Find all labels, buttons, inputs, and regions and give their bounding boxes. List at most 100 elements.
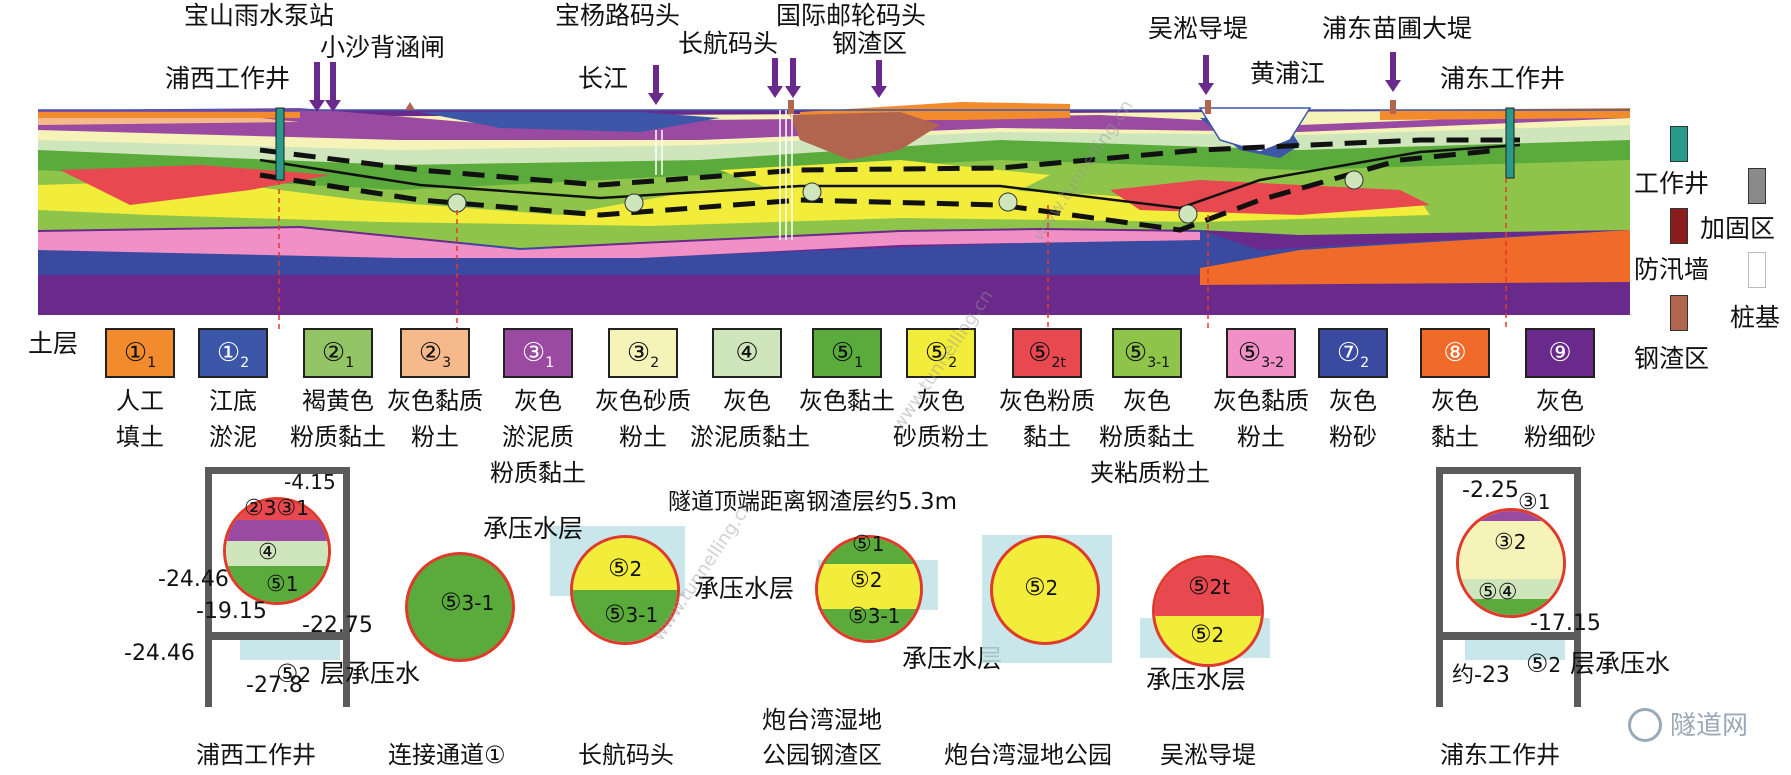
legend-shaft-swatch bbox=[1670, 126, 1688, 162]
soil-name: 粉质黏土 bbox=[490, 459, 586, 487]
soil-name: 填土 bbox=[116, 423, 164, 451]
arrow-xiaosha bbox=[325, 62, 341, 112]
legend-wall-label: 防汛墙 bbox=[1634, 255, 1710, 284]
arrow-changhang bbox=[767, 58, 783, 98]
soil-name: 灰色 bbox=[723, 387, 771, 415]
soil-name: 粉土 bbox=[619, 423, 667, 451]
paotai1-aquifer-label-1: 承压水层 bbox=[694, 574, 795, 603]
puxi-level-3: -19.15 bbox=[196, 599, 267, 624]
soil-name: 淤泥质黏土 bbox=[690, 423, 810, 451]
puxi-level-1: -4.15 bbox=[284, 470, 336, 494]
pudong-shaft-frame bbox=[1436, 467, 1581, 707]
soil-name: 砂质粉土 bbox=[893, 423, 989, 451]
geological-profile bbox=[38, 100, 1630, 330]
pudong-section-ring bbox=[1456, 508, 1566, 618]
puxi-aquifer bbox=[240, 640, 340, 660]
logo-text: 隧道网 bbox=[1670, 711, 1749, 741]
legend-shaft-label: 工作井 bbox=[1634, 169, 1710, 198]
puxi-level-4: -22.75 bbox=[302, 613, 373, 638]
label-guoji: 国际邮轮码头 bbox=[776, 1, 927, 30]
legend-pile-label: 桩基 bbox=[1730, 303, 1781, 332]
soil-name: 粉土 bbox=[1237, 423, 1285, 451]
puxi-aquifer-layer-symbol: ⑤2 bbox=[276, 659, 312, 688]
wusong-section-ring bbox=[1152, 555, 1264, 667]
soil-name: 粉质黏土 bbox=[1099, 423, 1195, 451]
legend-reinforce-swatch bbox=[1748, 168, 1766, 204]
label-gangzha: 钢渣区 bbox=[832, 29, 908, 58]
soil-name: 灰色 bbox=[917, 387, 965, 415]
puxi-level-6: -27.8 bbox=[246, 673, 303, 698]
pudong-aquifer bbox=[1465, 640, 1565, 660]
soil-name: 灰色 bbox=[1123, 387, 1171, 415]
wusong-caption: 吴淞导堤 bbox=[1160, 741, 1256, 769]
label-puxi-shaft: 浦西工作井 bbox=[165, 64, 291, 93]
soil-name: 灰色粉质 bbox=[999, 387, 1095, 415]
logo-icon bbox=[1628, 708, 1662, 742]
legend-reinforce-label: 加固区 bbox=[1700, 214, 1776, 243]
arrow-wusong bbox=[1198, 55, 1214, 95]
arrow-baoshan bbox=[309, 62, 325, 112]
pudong-aquifer-note: 层承压水 bbox=[1570, 649, 1671, 678]
legend-pile-swatch bbox=[1748, 252, 1766, 288]
paotai1-caption-2: 公园钢渣区 bbox=[762, 741, 882, 769]
soil-name: 灰色黏质 bbox=[387, 387, 483, 415]
pudong-level-3: 约-23 bbox=[1452, 663, 1510, 688]
soil-swatch: ⑧ bbox=[1420, 328, 1490, 378]
soil-name: 黏土 bbox=[1023, 423, 1071, 451]
soil-legend-title: 土层 bbox=[28, 329, 79, 358]
soil-name: 夹粘质粉土 bbox=[1090, 459, 1210, 487]
soil-swatch: ④ bbox=[712, 328, 782, 378]
paotai1-caption-1: 炮台湾湿地 bbox=[762, 706, 882, 734]
puxi-aquifer-note: 层承压水 bbox=[320, 659, 421, 688]
pudong-aquifer-layer-symbol: ⑤2 bbox=[1526, 649, 1562, 678]
soil-name: 灰色砂质 bbox=[595, 387, 691, 415]
wusong-aquifer-label: 承压水层 bbox=[1146, 665, 1247, 694]
paotai2-section-ring bbox=[990, 535, 1100, 645]
puxi-shaft-frame bbox=[205, 467, 350, 707]
label-changhang: 长航码头 bbox=[678, 29, 779, 58]
label-baoyang: 宝杨路码头 bbox=[555, 1, 681, 30]
legend-wall-swatch bbox=[1670, 208, 1688, 244]
label-pudong-dike: 浦东苗圃大堤 bbox=[1322, 14, 1473, 43]
pudong-caption: 浦东工作井 bbox=[1440, 741, 1560, 769]
label-wusong: 吴淞导堤 bbox=[1148, 14, 1249, 43]
soil-name: 淤泥质 bbox=[502, 423, 574, 451]
paotai1-slag-note: 隧道顶端距离钢渣层约5.3m bbox=[668, 489, 957, 515]
pudong-shaft-platform bbox=[1436, 632, 1581, 640]
puxi-caption: 浦西工作井 bbox=[196, 741, 316, 769]
paotai2-caption: 炮台湾湿地公园 bbox=[944, 741, 1112, 769]
label-huangpu: 黄浦江 bbox=[1250, 59, 1326, 88]
arrow-baoyang bbox=[648, 65, 664, 105]
pudong-level-2: -17.15 bbox=[1530, 611, 1601, 636]
puxi-shaft-platform bbox=[205, 632, 350, 640]
label-baoshan: 宝山雨水泵站 bbox=[184, 1, 335, 30]
puxi-ring-layers: ②3③1 bbox=[244, 496, 309, 521]
puxi-section-ring bbox=[223, 497, 331, 605]
legend-slag-swatch bbox=[1670, 295, 1688, 331]
soil-name: 人工 bbox=[116, 387, 164, 415]
soil-name: 灰色黏质 bbox=[1213, 387, 1309, 415]
changhang-aquifer-label: 承压水层 bbox=[483, 514, 584, 543]
arrow-pudong-dike bbox=[1385, 52, 1401, 92]
legend-slag-label: 钢渣区 bbox=[1634, 344, 1710, 373]
soil-name: 褐黄色 bbox=[302, 387, 374, 415]
conn-caption: 连接通道① bbox=[388, 741, 506, 769]
soil-name: 粉质黏土 bbox=[290, 423, 386, 451]
soil-name: 灰色 bbox=[1536, 387, 1584, 415]
soil-name: 灰色黏土 bbox=[799, 387, 895, 415]
conn-section-ring bbox=[405, 552, 515, 662]
puxi-level-2: -24.46 bbox=[158, 567, 229, 592]
arrow-gangzha bbox=[871, 60, 887, 98]
